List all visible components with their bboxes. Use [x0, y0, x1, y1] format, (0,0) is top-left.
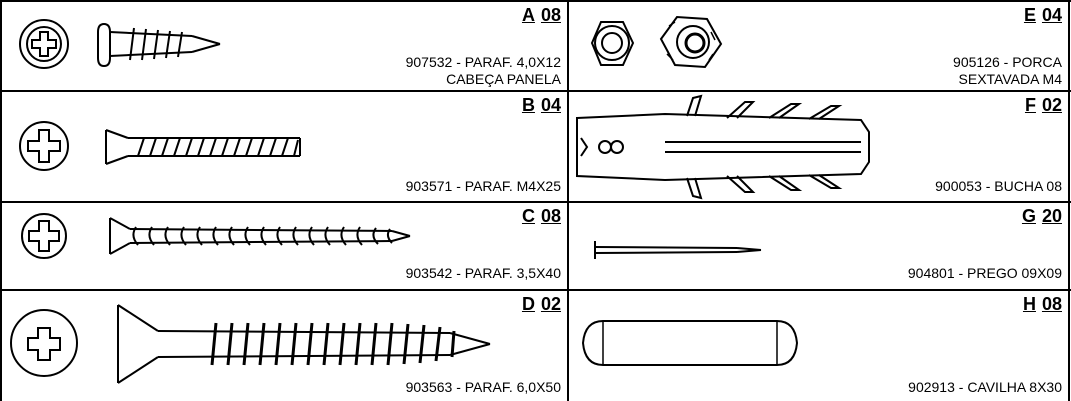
large-wood-screw-icon — [117, 304, 491, 384]
phillips-drive-icon — [10, 309, 78, 377]
part-desc-h: 902913 - CAVILHA 8X30 — [908, 379, 1062, 395]
frame-top — [0, 0, 1071, 2]
nail-icon — [594, 241, 762, 259]
pan-head-screw-icon — [97, 22, 221, 68]
phillips-drive-icon — [19, 121, 69, 171]
phillips-drive-icon — [21, 213, 67, 259]
part-desc-e: 905126 - PORCA SEXTAVADA M4 — [953, 54, 1062, 87]
part-desc-d: 903563 - PARAF. 6,0X50 — [405, 379, 561, 395]
wood-screw-icon — [109, 217, 411, 255]
row-divider-1 — [0, 90, 1071, 92]
part-desc-f: 900053 - BUCHA 08 — [935, 178, 1062, 194]
part-desc-b: 903571 - PARAF. M4X25 — [405, 178, 561, 194]
part-desc-a: 907532 - PARAF. 4,0X12 CABEÇA PANELA — [405, 54, 561, 87]
row-divider-2 — [0, 201, 1071, 203]
dowel-icon — [581, 320, 799, 366]
phillips-drive-icon — [19, 19, 69, 69]
frame-middle — [567, 0, 569, 401]
hex-nut-icon — [590, 15, 723, 69]
frame-right — [1068, 0, 1070, 401]
part-desc-c: 903542 - PARAF. 3,5X40 — [405, 265, 561, 281]
frame-left — [0, 0, 2, 401]
wall-plug-icon — [576, 94, 870, 200]
row-divider-3 — [0, 289, 1071, 291]
countersunk-machine-screw-icon — [105, 129, 301, 165]
part-desc-g: 904801 - PREGO 09X09 — [907, 265, 1062, 281]
